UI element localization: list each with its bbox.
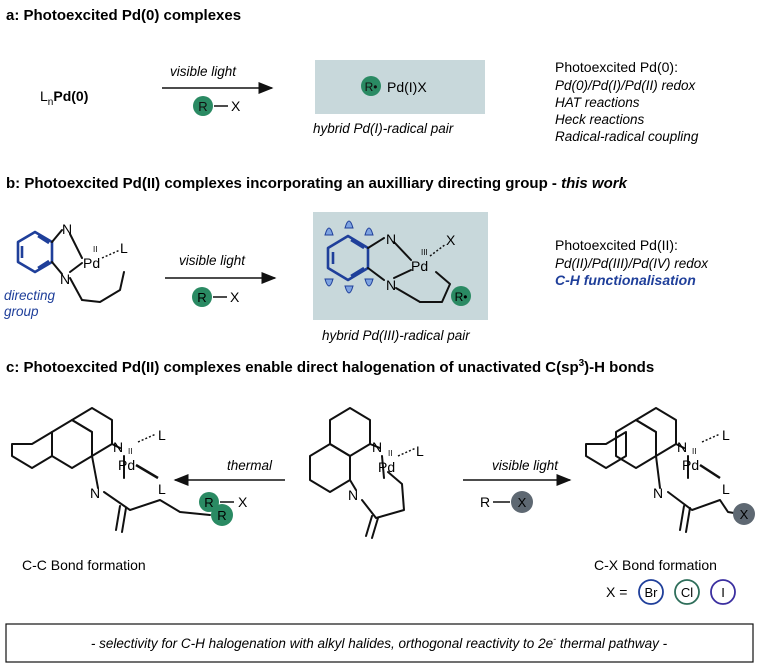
pd3-complex <box>326 234 451 303</box>
reagent-a-R: R <box>198 99 207 114</box>
halogen-i-circle <box>710 579 736 605</box>
pd-label: Pd <box>118 457 135 473</box>
notes-b-redox: Pd(II)/Pd(III)/Pd(IV) redox <box>555 256 709 271</box>
radical-a-R: R• <box>365 80 378 94</box>
reagent-c2-X: X <box>518 495 527 510</box>
notes-b-title: Photoexcited Pd(II): <box>555 237 678 253</box>
reagent-a-ball <box>193 96 213 116</box>
halogen-cl-circle <box>674 579 700 605</box>
section-a-heading: a: Photoexcited Pd(0) complexes <box>6 7 241 24</box>
notes-a-title: Photoexcited Pd(0): <box>555 59 678 75</box>
reagent-c-ball <box>199 492 219 512</box>
footer-box <box>5 623 754 663</box>
reagent-b-R: R <box>197 290 206 305</box>
l-label: L <box>416 443 424 459</box>
n-label: N <box>62 221 72 237</box>
l-label: L <box>158 481 166 497</box>
product-R: R <box>217 508 226 523</box>
pd-label: Pd <box>682 457 699 473</box>
product-X-ball <box>733 503 755 525</box>
arrow-a-label: visible light <box>170 64 237 79</box>
reagent-c-R: R <box>204 495 213 510</box>
pd-label: Pd <box>411 258 428 274</box>
arrow-b-label: visible light <box>179 253 246 268</box>
reagent-a-X: X <box>231 98 241 114</box>
l-label: L <box>120 240 128 256</box>
product-X: X <box>740 507 749 522</box>
ox-state: II <box>128 447 132 456</box>
radical-a-ball <box>361 76 381 96</box>
n-label: N <box>90 485 100 501</box>
product-R-ball <box>211 504 233 526</box>
reagent-c2-R: R <box>480 494 490 510</box>
ox-state: II <box>692 447 696 456</box>
box-a-caption: hybrid Pd(I)-radical pair <box>313 121 454 136</box>
cx-caption: C-X Bond formation <box>594 557 717 573</box>
l-label: L <box>722 427 730 443</box>
n-label: N <box>113 439 123 455</box>
pd0-start: LnPd(0) <box>40 88 88 108</box>
notes-a-item: HAT reactions <box>555 95 640 110</box>
pd1-radical-box <box>315 60 485 114</box>
halogen-br: Br <box>645 585 659 600</box>
orbital-lobes <box>324 220 374 294</box>
n-label: N <box>386 231 396 247</box>
pd-label: Pd <box>378 459 395 475</box>
pd-label: Pd <box>83 255 100 271</box>
box-b-caption: hybrid Pd(III)-radical pair <box>322 328 470 343</box>
halogen-br-circle <box>638 579 664 605</box>
x-label: X <box>446 232 456 248</box>
reagent-c2-ball <box>511 491 533 513</box>
pd1x-label: Pd(I)X <box>387 79 427 95</box>
section-c-heading: c: Photoexcited Pd(II) complexes enable … <box>6 358 654 376</box>
n-label: N <box>60 271 70 287</box>
reagent-b-X: X <box>230 289 240 305</box>
n-label: N <box>348 487 358 503</box>
section-b-heading: b: Photoexcited Pd(II) complexes incorpo… <box>6 175 628 192</box>
l-label: L <box>722 481 730 497</box>
central-palladacycle <box>309 407 417 539</box>
cc-product <box>11 407 211 533</box>
notes-a-item: Radical-radical coupling <box>555 129 699 144</box>
notes-a-item: Heck reactions <box>555 112 645 127</box>
notes-a-item: Pd(0)/Pd(I)/Pd(II) redox <box>555 78 697 93</box>
cc-caption: C-C Bond formation <box>22 557 146 573</box>
halogen-i: I <box>721 585 725 600</box>
halogen-cl: Cl <box>681 585 693 600</box>
radical-b-ball <box>451 286 471 306</box>
dg-label: group <box>4 304 39 319</box>
thermal-label: thermal <box>227 458 273 473</box>
n-label: N <box>372 439 382 455</box>
pd2-complex-b <box>16 229 125 303</box>
dg-label: directing <box>4 288 56 303</box>
l-label: L <box>158 427 166 443</box>
halogen-prefix: X = <box>606 584 627 600</box>
visible-light-label: visible light <box>492 458 559 473</box>
ox-state: II <box>388 449 392 458</box>
reagent-c-X: X <box>238 494 248 510</box>
cx-product <box>585 407 741 533</box>
radical-b-R: R• <box>455 290 468 304</box>
footer-text: - selectivity for C-H halogenation with … <box>91 634 668 651</box>
reagent-b-ball <box>192 287 212 307</box>
n-label: N <box>653 485 663 501</box>
n-label: N <box>386 277 396 293</box>
ox-state: III <box>421 248 428 257</box>
notes-b-func: C-H functionalisation <box>555 272 696 288</box>
ox-state: II <box>93 245 97 254</box>
n-label: N <box>677 439 687 455</box>
